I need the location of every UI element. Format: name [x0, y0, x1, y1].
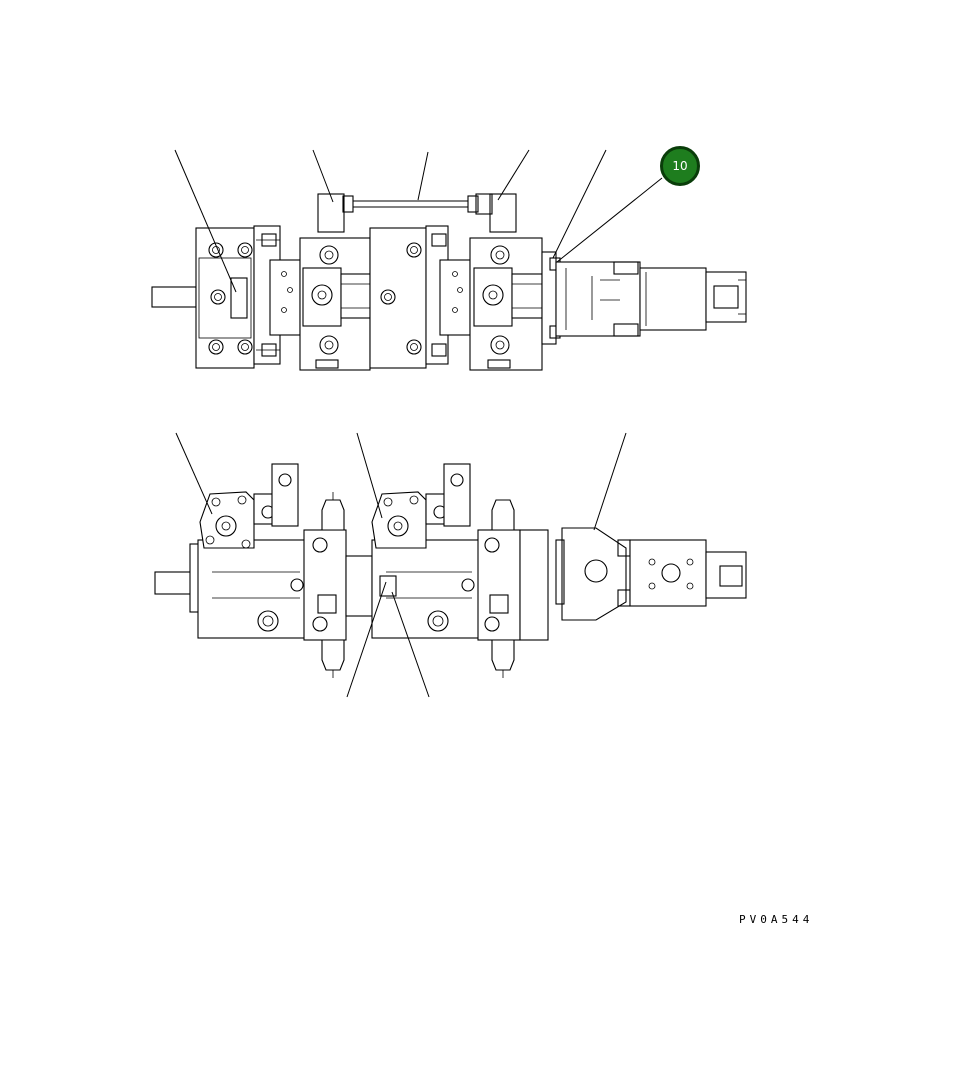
callout-10-button[interactable]: 10 [660, 146, 700, 186]
pump-assembly-side-view [154, 463, 747, 678]
pump-assembly-top-view [151, 193, 747, 371]
side-view-leader-lines [175, 432, 627, 698]
drawing-code: PV0A544 [739, 913, 814, 926]
callout-label: 10 [672, 159, 688, 173]
top-view-leader-lines [174, 149, 663, 293]
